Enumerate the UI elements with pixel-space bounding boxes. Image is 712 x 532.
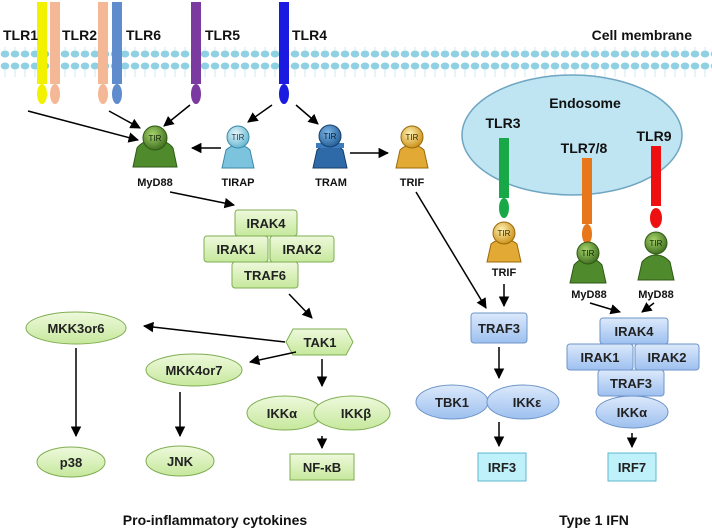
tlr5-label: TLR5: [205, 27, 240, 43]
arrow-trif-traf3: [415, 191, 487, 309]
arrow-tak1-mkk3or6: [142, 321, 286, 343]
mkk3or6-node: [25, 311, 127, 345]
ikka-b-node: [595, 395, 669, 429]
irak4-label: IRAK4: [246, 216, 286, 231]
irak4-b-label: IRAK4: [614, 324, 654, 339]
jnk-node: [145, 445, 215, 477]
ikke-label: IKKε: [513, 395, 542, 410]
arrow-myd88-tlr78-irak4: [589, 302, 622, 315]
tlr4-receptor: [279, 2, 289, 104]
mkk4or7-label: MKK4or7: [165, 363, 222, 378]
tak1-box: [285, 328, 354, 356]
traf3-box: [470, 312, 528, 344]
tbk1-label: TBK1: [435, 395, 469, 410]
myd88-tlr9-tir-label: TIR: [650, 239, 663, 248]
trif-endosome-label: TRIF: [492, 267, 517, 279]
myd88-tlr9-adaptor: TIR: [637, 231, 675, 281]
tlr2-label: TLR2: [62, 27, 97, 43]
irf3-box: [477, 452, 527, 482]
trif-tir-label: TIR: [406, 133, 419, 142]
tirap-tir-label: TIR: [232, 133, 245, 142]
signaling-arrows: [27, 104, 655, 450]
irf7-label: IRF7: [618, 460, 646, 475]
tlr5-receptor: [191, 2, 201, 104]
trif-endosome-adaptor: TIR: [486, 221, 522, 263]
myd88-tir-label: TIR: [149, 134, 162, 143]
mkk3or6-label: MKK3or6: [47, 321, 104, 336]
tlr1-receptor: [37, 2, 47, 104]
ikke-node: [486, 384, 560, 420]
tram-tir-label: TIR: [324, 132, 337, 141]
tirap-adaptor: TIR: [221, 125, 255, 169]
myd88-tlr78-adaptor: TIR: [569, 241, 607, 284]
tlr1-label: TLR1: [3, 27, 38, 43]
tlr6-receptor: [112, 2, 122, 104]
irak2-b-box: [634, 343, 700, 371]
jnk-label: JNK: [167, 454, 194, 469]
tlr78-label: TLR7/8: [561, 140, 608, 156]
arrow-tlr5-myd88: [163, 104, 191, 127]
proinflammatory-label: Pro-inflammatory cytokines: [123, 512, 308, 528]
trif-adaptor: TIR: [395, 125, 429, 169]
tlr78-receptor: [582, 158, 592, 244]
type1ifn-label: Type 1 IFN: [559, 512, 629, 528]
membrane-label: Cell membrane: [592, 27, 693, 43]
nfkb-box: [289, 453, 355, 481]
arrow-traf6-tak1: [288, 293, 313, 319]
ikka-b-label: IKKα: [617, 405, 647, 420]
traf6-box: [231, 261, 299, 289]
tram-adaptor: TIR: [312, 124, 348, 169]
tirap-label: TIRAP: [222, 177, 255, 189]
irf7-box: [607, 452, 657, 482]
tlr3-receptor: [499, 138, 509, 218]
tlr3-label: TLR3: [486, 115, 521, 131]
tlr6-label: TLR6: [126, 27, 161, 43]
trif-label: TRIF: [400, 177, 425, 189]
arrow-myd88-irak4: [169, 191, 236, 209]
arrow-myd88-tlr9-irak4: [641, 302, 655, 313]
traf6-label: TRAF6: [244, 268, 286, 283]
tak1-label: TAK1: [304, 335, 337, 350]
arrow-tak1-mkk4or7: [248, 351, 297, 366]
myd88-label: MyD88: [137, 177, 172, 189]
irak1-b-label: IRAK1: [580, 350, 619, 365]
myd88-tlr78-label: MyD88: [571, 289, 606, 301]
myd88-adaptor: TIR: [132, 125, 178, 168]
traf3-b-label: TRAF3: [610, 376, 652, 391]
arrow-tlr1-myd88: [27, 110, 140, 143]
irak1-label: IRAK1: [216, 242, 255, 257]
tlr9-label: TLR9: [637, 128, 672, 144]
endosome: [461, 74, 683, 196]
arrow-tlr2-myd88: [108, 110, 141, 129]
mkk4or7-node: [145, 353, 243, 387]
irak2-b-label: IRAK2: [647, 350, 686, 365]
ikkb-label: IKKβ: [341, 406, 371, 421]
irf3-label: IRF3: [488, 460, 516, 475]
nfkb-label: NF-κB: [303, 460, 341, 475]
tlr9-receptor: [650, 146, 662, 228]
myd88-tlr78-tir-label: TIR: [582, 249, 595, 258]
endosome-label: Endosome: [549, 95, 621, 111]
tram-label: TRAM: [315, 177, 347, 189]
p38-label: p38: [60, 455, 82, 470]
traf3-label: TRAF3: [478, 321, 520, 336]
p38-node: [36, 446, 106, 478]
tlr2-receptor: [50, 2, 108, 104]
ikka-label: IKKα: [267, 406, 297, 421]
arrow-tlr4-tirap: [247, 104, 273, 123]
myd88-tlr9-label: MyD88: [638, 289, 673, 301]
tlr4-label: TLR4: [292, 27, 327, 43]
ikkb-node: [313, 395, 391, 431]
arrow-tlr4-tram: [295, 104, 319, 125]
irak2-box: [269, 235, 335, 263]
irak4-b-box: [599, 317, 669, 345]
irak2-label: IRAK2: [282, 242, 321, 257]
trif-endo-tir-label: TIR: [498, 229, 511, 238]
